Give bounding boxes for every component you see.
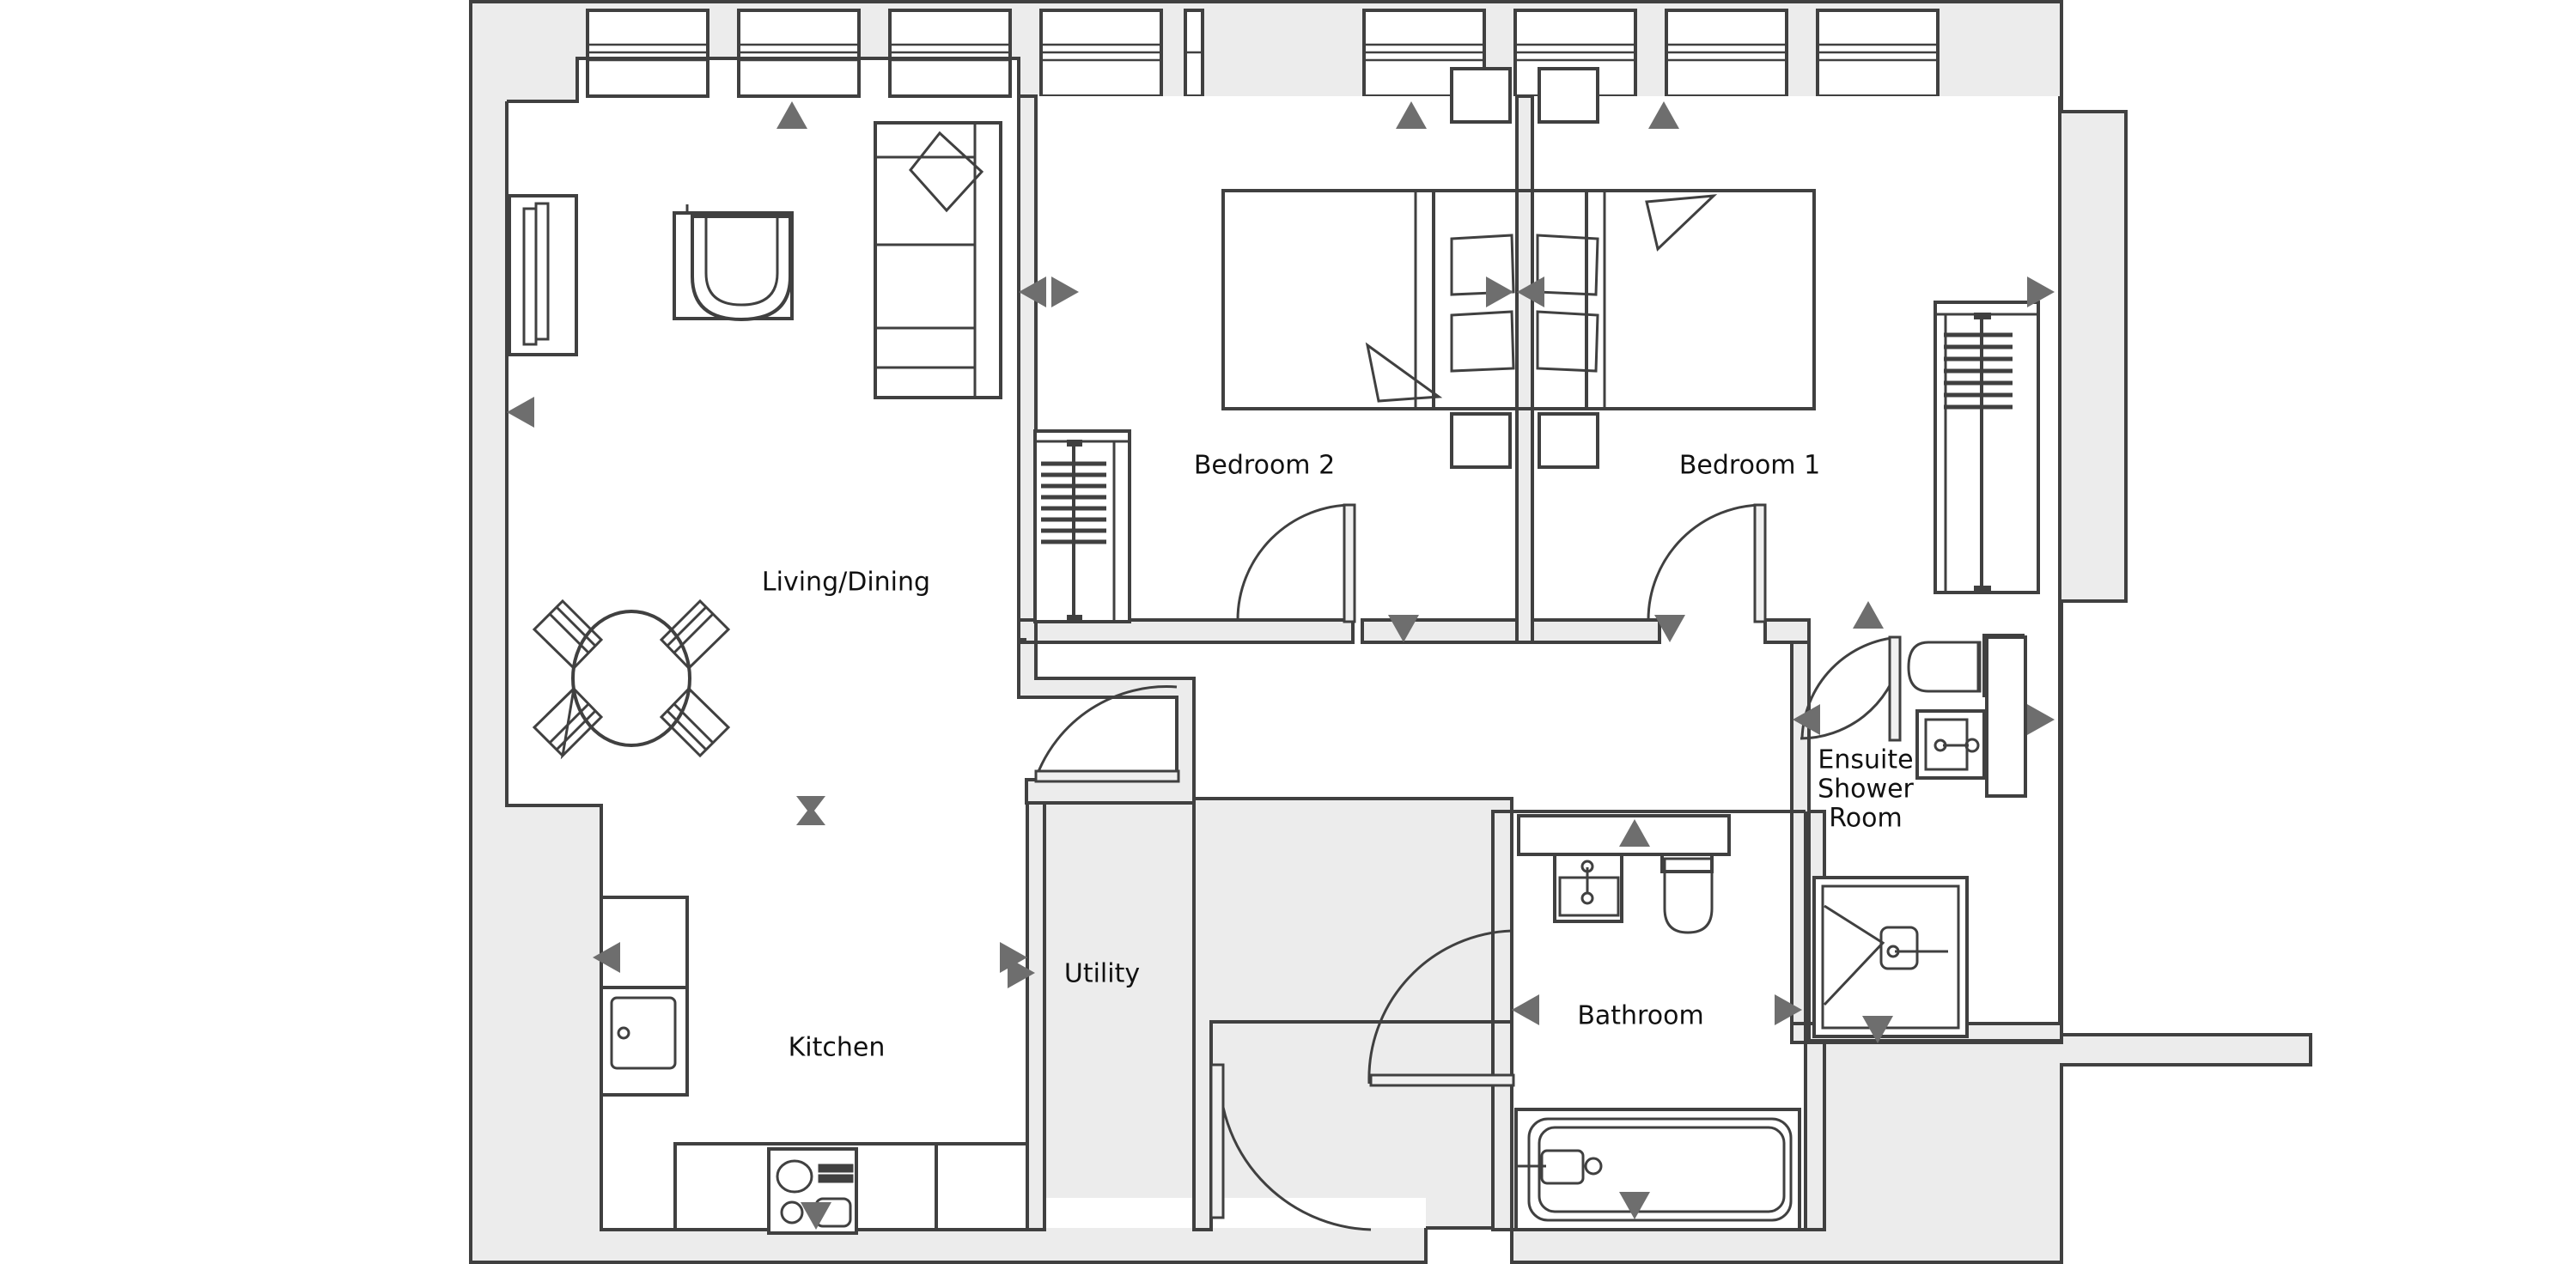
room-labels: Living/Dining Bedroom 2 Bedroom 1 Ensuit… — [762, 451, 1915, 1063]
direction-marker — [1862, 1016, 1893, 1043]
direction-marker — [801, 1202, 831, 1230]
direction-marker — [1000, 942, 1027, 973]
window — [1665, 9, 1788, 98]
door-bathroom — [1367, 929, 1515, 1087]
sofa — [874, 121, 1002, 399]
double-bed — [1221, 189, 1435, 410]
wash-basin — [1553, 853, 1623, 923]
door-bedroom-2 — [1236, 503, 1356, 623]
room-label-ensuite: Ensuite Shower Room — [1818, 745, 1914, 834]
direction-marker — [1019, 276, 1046, 307]
direction-marker — [1512, 994, 1539, 1025]
doors-group — [1034, 503, 1902, 1231]
direction-marker — [1775, 994, 1802, 1025]
direction-marker — [1517, 276, 1544, 307]
direction-marker — [1051, 276, 1079, 307]
room-label-living-dining: Living/Dining — [762, 568, 930, 598]
round-dining-table — [571, 610, 691, 747]
bedside-table — [1538, 412, 1599, 469]
direction-marker — [1648, 101, 1679, 129]
hob-controls — [818, 1164, 854, 1183]
bedside-table — [1450, 412, 1512, 469]
dining-chair — [659, 599, 731, 671]
toilet — [1660, 853, 1714, 934]
direction-marker — [776, 101, 807, 129]
svg-text:Room: Room — [1829, 804, 1902, 834]
direction-marker — [1793, 704, 1820, 735]
svg-text:Shower: Shower — [1818, 775, 1914, 805]
door-entry — [1209, 1063, 1372, 1231]
wardrobe — [1033, 429, 1131, 623]
window — [737, 9, 861, 98]
room-label-bedroom-1: Bedroom 1 — [1679, 451, 1820, 481]
kitchen-units — [600, 896, 1029, 1235]
ensuite-vanity — [1985, 635, 2027, 798]
dimension-marker — [796, 796, 825, 825]
window — [586, 9, 709, 98]
bedside-table — [1450, 67, 1512, 124]
direction-marker — [1008, 957, 1035, 988]
room-label-bedroom-2: Bedroom 2 — [1194, 451, 1335, 481]
wardrobe-shelves — [1041, 461, 1106, 544]
shower-tray — [1812, 876, 1969, 1038]
door-hall — [1034, 685, 1180, 783]
direction-marker — [1654, 615, 1685, 642]
window — [1039, 9, 1163, 98]
direction-marker — [1396, 101, 1427, 129]
direction-marker — [1486, 276, 1513, 307]
duvet-fold — [1645, 194, 1718, 252]
bedside-table — [1538, 67, 1599, 124]
direction-marker — [593, 942, 620, 973]
kitchen-sink — [610, 996, 677, 1070]
direction-marker — [2027, 704, 2055, 735]
window — [1184, 9, 1204, 98]
pillows — [1536, 234, 1599, 373]
dining-chair — [532, 599, 604, 671]
cushion — [909, 131, 984, 213]
wash-basin — [1915, 709, 1986, 780]
direction-marker — [2027, 276, 2055, 307]
room-label-kitchen: Kitchen — [789, 1033, 886, 1063]
svg-text:Ensuite: Ensuite — [1818, 745, 1913, 775]
bathtub — [1514, 1108, 1801, 1231]
kitchen-tall-unit — [600, 896, 689, 989]
wardrobe-shelves — [1944, 332, 2013, 410]
dining-chair — [532, 685, 604, 760]
double-bed — [1585, 189, 1816, 410]
duvet-fold — [1365, 342, 1443, 403]
armchair — [685, 204, 792, 322]
dining-chair — [659, 686, 731, 758]
direction-marker — [1619, 1192, 1650, 1219]
wardrobe — [1934, 301, 2040, 594]
radiator — [508, 194, 578, 356]
direction-markers — [507, 101, 2055, 1230]
room-label-utility: Utility — [1064, 959, 1140, 989]
ensuite-fixtures — [1812, 634, 2027, 1038]
bathroom-fixtures — [1514, 814, 1801, 1231]
direction-marker — [507, 397, 534, 428]
direction-marker — [1388, 615, 1419, 642]
window — [1816, 9, 1940, 98]
window — [888, 9, 1012, 98]
direction-marker — [1853, 601, 1884, 629]
bathroom-counter — [1517, 814, 1731, 856]
bedroom-furniture — [1033, 67, 2040, 623]
direction-marker — [1619, 819, 1650, 847]
living-furniture — [508, 121, 1002, 825]
room-label-bathroom: Bathroom — [1577, 1001, 1703, 1031]
kitchen-sink-unit — [600, 986, 689, 1097]
door-bedroom-1 — [1647, 503, 1767, 623]
dining-set — [532, 599, 731, 760]
